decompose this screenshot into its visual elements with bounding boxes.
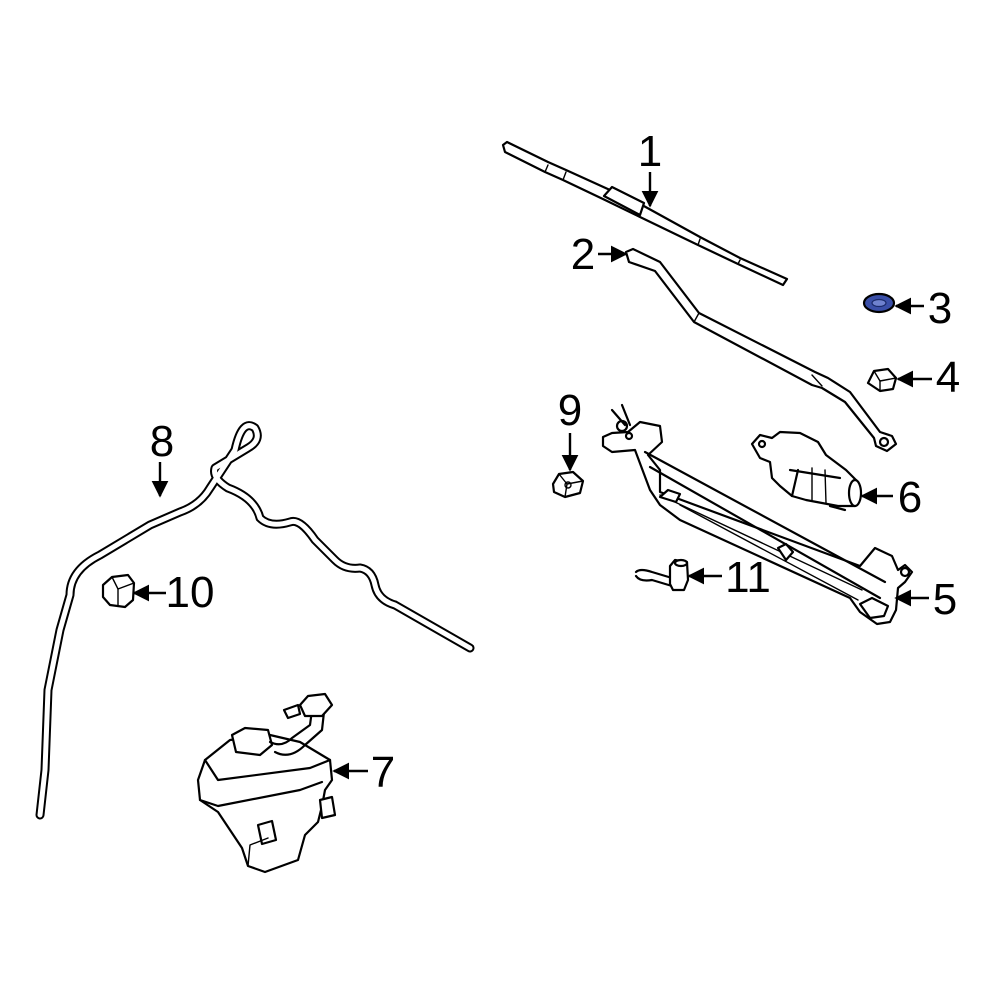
callout-6: 6 bbox=[860, 473, 922, 522]
part-washer[interactable] bbox=[862, 292, 896, 314]
callout-8-number: 8 bbox=[150, 417, 174, 466]
callout-6-number: 6 bbox=[898, 473, 922, 522]
callout-1: 1 bbox=[638, 127, 662, 208]
part-flange-nut[interactable] bbox=[866, 367, 898, 393]
callout-9: 9 bbox=[558, 386, 582, 472]
callout-9-number: 9 bbox=[558, 386, 582, 435]
callout-3-number: 3 bbox=[928, 284, 952, 333]
part-wiper-motor[interactable] bbox=[750, 430, 863, 512]
callout-4-number: 4 bbox=[936, 353, 960, 402]
callout-2-number: 2 bbox=[571, 230, 595, 279]
callout-3: 3 bbox=[894, 284, 952, 333]
callout-5: 5 bbox=[894, 575, 957, 624]
callout-10: 10 bbox=[132, 568, 215, 617]
callout-7-number: 7 bbox=[371, 748, 395, 797]
callout-11: 11 bbox=[687, 553, 771, 602]
callout-7: 7 bbox=[332, 748, 395, 797]
part-wiper-linkage[interactable] bbox=[601, 403, 914, 626]
callout-5-number: 5 bbox=[933, 575, 957, 624]
part-washer-reservoir[interactable] bbox=[196, 692, 337, 874]
part-washer-hose[interactable] bbox=[35, 421, 475, 820]
part-wiper-blade[interactable] bbox=[501, 140, 789, 287]
part-clip[interactable] bbox=[101, 573, 136, 609]
part-wiper-arm[interactable] bbox=[624, 247, 898, 453]
part-hex-nut[interactable] bbox=[551, 470, 585, 499]
callout-2: 2 bbox=[571, 230, 628, 279]
callout-4: 4 bbox=[896, 353, 960, 402]
callout-11-number: 11 bbox=[725, 553, 771, 602]
callout-1-number: 1 bbox=[638, 127, 662, 176]
callout-8: 8 bbox=[150, 417, 174, 498]
part-washer-nozzle[interactable] bbox=[634, 558, 690, 592]
callout-10-number: 10 bbox=[166, 568, 215, 617]
